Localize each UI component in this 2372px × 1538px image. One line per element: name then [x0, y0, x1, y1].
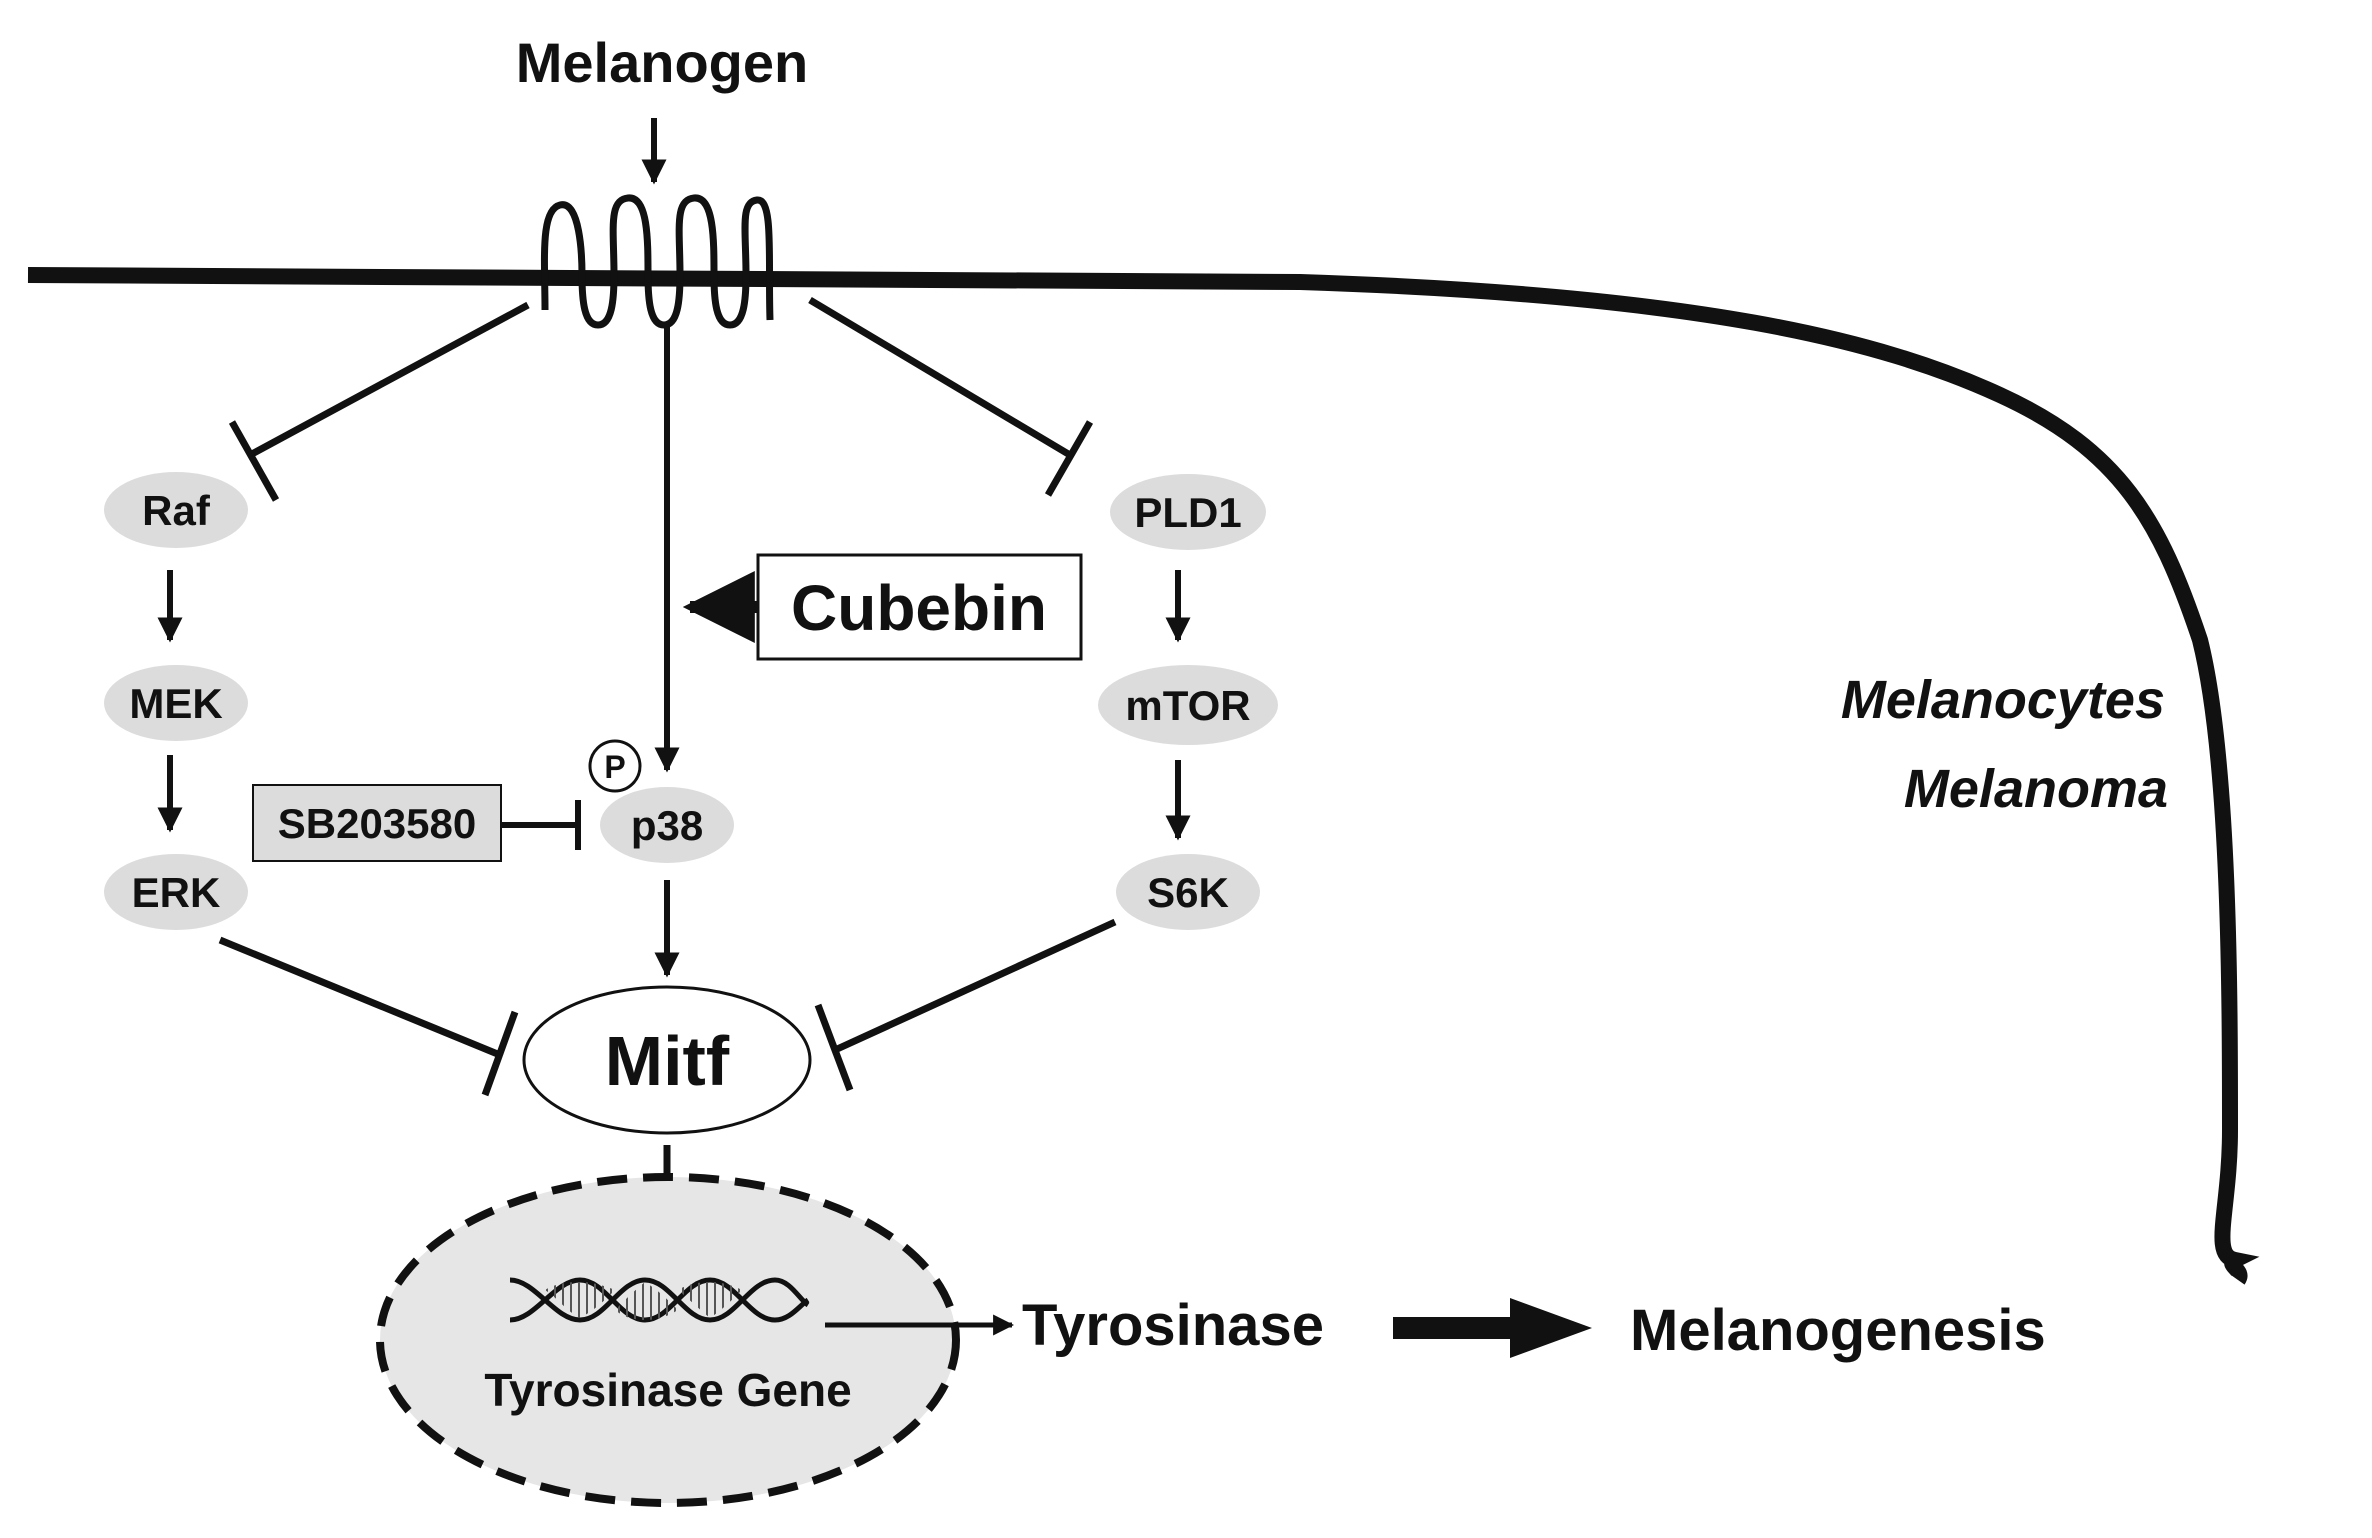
inhibit-bar-raf	[228, 420, 280, 502]
sb203580-label: SB203580	[278, 800, 477, 847]
svg-text:P: P	[604, 749, 625, 785]
node-mtor: mTOR	[1098, 665, 1278, 745]
inhibit-line-raf	[248, 301, 530, 459]
svg-text:p38: p38	[631, 802, 703, 849]
svg-text:S6K: S6K	[1147, 869, 1229, 916]
svg-text:ERK: ERK	[132, 869, 221, 916]
inhibit-bar-pld1	[1044, 420, 1094, 497]
ligand-label: Melanogen	[516, 31, 808, 94]
node-mek: MEK	[104, 665, 248, 741]
svg-text:Mitf: Mitf	[605, 1022, 730, 1100]
svg-text:mTOR: mTOR	[1125, 682, 1250, 729]
inhibit-bar-s6k-mitf	[814, 1003, 854, 1092]
cell-membrane	[27, 267, 2260, 1285]
tyrosinase-label: Tyrosinase	[1022, 1293, 1324, 1358]
node-s6k: S6K	[1116, 854, 1260, 930]
nucleus	[376, 1173, 960, 1507]
gene-label: Tyrosinase Gene	[484, 1364, 851, 1416]
arrow-tyrosinase-melanogenesis-head	[1510, 1298, 1592, 1358]
inhibit-line-erk-mitf	[218, 936, 502, 1059]
node-raf: Raf	[104, 472, 248, 548]
cell-label-melanoma: Melanoma	[1904, 759, 2168, 819]
node-erk: ERK	[104, 854, 248, 930]
cell-label-melanocytes: Melanocytes	[1841, 670, 2165, 730]
node-p38: p38	[600, 787, 734, 863]
svg-text:PLD1: PLD1	[1134, 489, 1241, 536]
inhibit-bar-erk-mitf	[481, 1010, 519, 1097]
dna-icon	[509, 1277, 810, 1323]
phospho-icon: P	[588, 739, 642, 793]
node-pld1: PLD1	[1110, 474, 1266, 550]
svg-text:MEK: MEK	[129, 680, 222, 727]
cubebin-box	[756, 553, 1083, 661]
receptor-icon	[540, 194, 774, 329]
cubebin-label: Cubebin	[791, 572, 1047, 644]
melanogenesis-label: Melanogenesis	[1630, 1298, 2046, 1363]
node-mitf: Mitf	[522, 985, 812, 1135]
inhibit-line-pld1	[808, 296, 1072, 459]
svg-text:Raf: Raf	[142, 487, 211, 534]
inhibit-line-s6k-mitf	[833, 918, 1117, 1054]
